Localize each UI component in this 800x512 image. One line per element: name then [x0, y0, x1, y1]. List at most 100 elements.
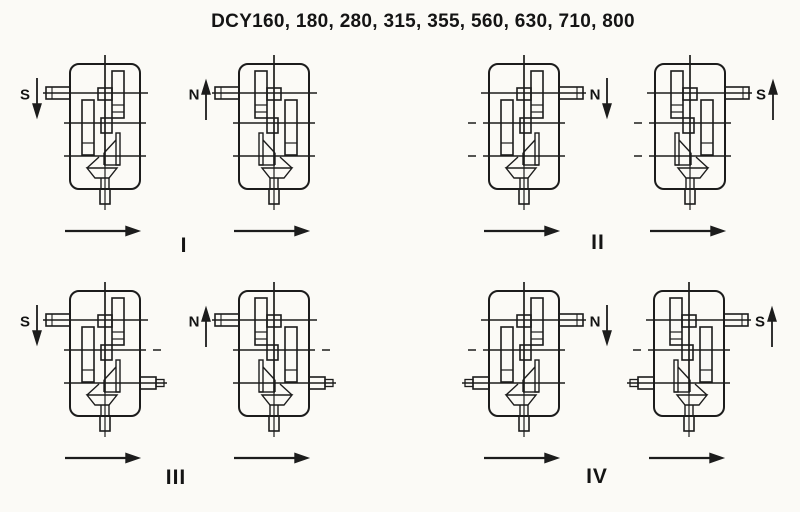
- first-stage-pinion: [682, 87, 698, 101]
- flow-arrow-head: [294, 452, 311, 464]
- shaft-direction-arrowhead: [201, 305, 211, 322]
- bevel-pinion: [115, 132, 121, 166]
- gearbox-diagram: [201, 282, 336, 464]
- shaft-label: S: [754, 313, 766, 331]
- first-stage-gear: [670, 70, 684, 119]
- input-shaft: [724, 86, 750, 100]
- second-stage-gear: [500, 99, 514, 156]
- flow-arrow-head: [125, 452, 142, 464]
- input-shaft: [214, 86, 240, 100]
- shaft-direction-arrowhead: [602, 103, 612, 120]
- first-stage-gear: [254, 297, 268, 346]
- shaft-direction-arrowhead: [767, 305, 777, 322]
- second-stage-pinion: [681, 344, 694, 361]
- first-stage-pinion: [266, 314, 282, 328]
- second-stage-pinion: [519, 344, 532, 361]
- bevel-pinion: [678, 139, 692, 154]
- bevel-wheel-face: [86, 156, 100, 169]
- group-numeral: I: [180, 234, 188, 257]
- gearbox-diagram: [32, 55, 148, 237]
- bevel-wheel: [675, 394, 709, 406]
- bevel-wheel: [85, 394, 119, 406]
- shaft-label: N: [589, 86, 601, 104]
- gearbox-diagram: [634, 55, 778, 237]
- bevel-pinion: [262, 366, 276, 381]
- bevel-pinion: [262, 139, 276, 154]
- first-stage-pinion: [97, 314, 113, 328]
- input-shaft: [558, 86, 584, 100]
- second-stage-gear: [284, 99, 298, 156]
- shaft-label: S: [19, 313, 31, 331]
- second-stage-gear: [284, 326, 298, 383]
- bevel-wheel-face: [694, 383, 708, 396]
- bevel-pinion: [677, 366, 691, 381]
- shaft-label: N: [589, 313, 601, 331]
- bevel-pinion: [522, 139, 536, 154]
- shaft-label: N: [188, 313, 200, 331]
- flow-arrow-head: [125, 225, 142, 237]
- bevel-wheel-face: [279, 156, 293, 169]
- input-shaft: [214, 313, 240, 327]
- shaft-direction-arrowhead: [201, 78, 211, 95]
- side-output-shaft-tip: [324, 378, 334, 388]
- first-stage-gear: [530, 70, 544, 119]
- shaft-direction-arrowhead: [602, 330, 612, 347]
- second-stage-pinion: [266, 117, 279, 134]
- first-stage-pinion: [681, 314, 697, 328]
- gearbox-diagram: [468, 55, 612, 237]
- second-stage-pinion: [519, 117, 532, 134]
- shaft-direction-arrowhead: [32, 330, 42, 347]
- bevel-wheel: [504, 394, 538, 406]
- second-stage-gear: [700, 99, 714, 156]
- second-stage-gear: [81, 99, 95, 156]
- bevel-pinion: [103, 366, 117, 381]
- gearbox-diagram: [627, 282, 777, 464]
- bevel-wheel-face: [695, 156, 709, 169]
- gearbox-diagram: [462, 282, 612, 464]
- bevel-wheel: [85, 167, 119, 179]
- bevel-pinion: [673, 359, 679, 393]
- first-stage-pinion: [266, 87, 282, 101]
- bevel-pinion: [534, 132, 540, 166]
- gearbox-diagram: [32, 282, 167, 464]
- flow-arrow-head: [710, 225, 727, 237]
- bevel-pinion: [258, 359, 264, 393]
- bevel-pinion: [674, 132, 680, 166]
- flow-arrow-head: [544, 225, 561, 237]
- bevel-wheel-face: [505, 156, 519, 169]
- input-shaft: [558, 313, 584, 327]
- first-stage-gear: [111, 70, 125, 119]
- bevel-wheel-face: [86, 383, 100, 396]
- input-shaft: [723, 313, 749, 327]
- first-stage-pinion: [97, 87, 113, 101]
- input-shaft: [45, 313, 71, 327]
- side-output-shaft-tip: [629, 378, 639, 388]
- bevel-pinion: [115, 359, 121, 393]
- shaft-label: S: [755, 86, 767, 104]
- gearbox-diagram: [201, 55, 317, 237]
- second-stage-pinion: [100, 117, 113, 134]
- bevel-wheel: [676, 167, 710, 179]
- first-stage-gear: [111, 297, 125, 346]
- flow-arrow-head: [294, 225, 311, 237]
- first-stage-pinion: [516, 314, 532, 328]
- group-numeral: IV: [586, 465, 608, 488]
- bevel-wheel-face: [279, 383, 293, 396]
- shaft-direction-arrowhead: [768, 78, 778, 95]
- second-stage-gear: [699, 326, 713, 383]
- bevel-wheel: [260, 167, 294, 179]
- bevel-pinion: [258, 132, 264, 166]
- bevel-pinion: [103, 139, 117, 154]
- flow-arrow-head: [709, 452, 726, 464]
- flow-arrow-head: [544, 452, 561, 464]
- figure-title: DCY160, 180, 280, 315, 355, 560, 630, 71…: [211, 11, 635, 32]
- first-stage-gear: [530, 297, 544, 346]
- shaft-label: N: [188, 86, 200, 104]
- bevel-wheel: [260, 394, 294, 406]
- side-output-shaft-tip: [464, 378, 474, 388]
- bevel-pinion: [522, 366, 536, 381]
- group-numeral: III: [165, 466, 187, 489]
- first-stage-gear: [254, 70, 268, 119]
